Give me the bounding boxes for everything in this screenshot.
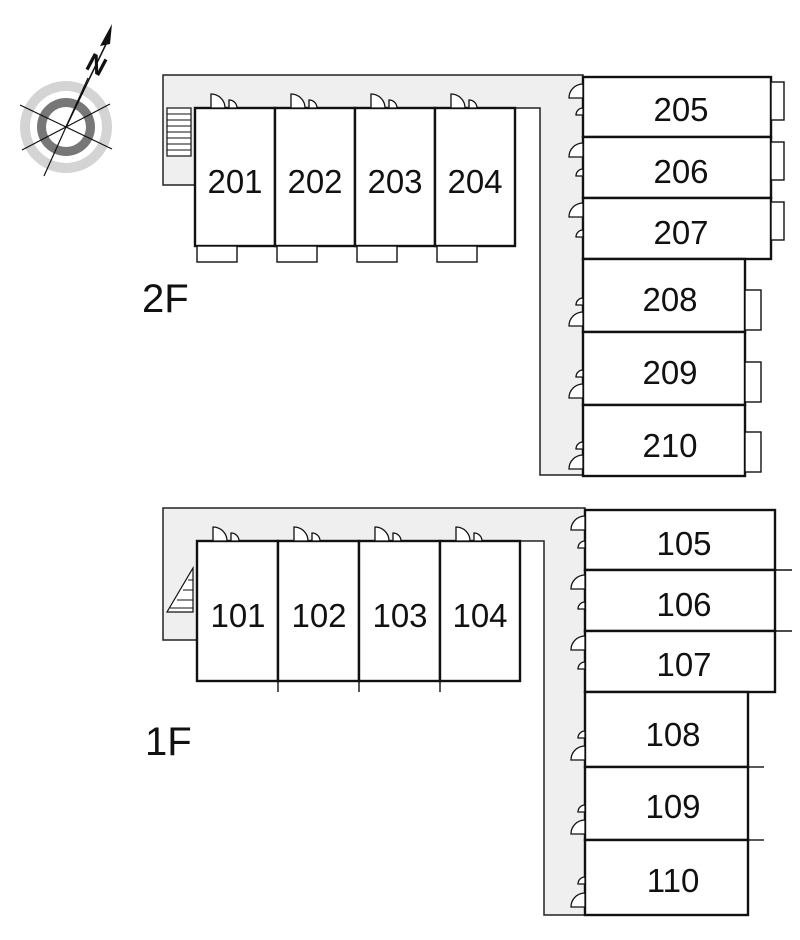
- room-label-205: 205: [653, 91, 708, 128]
- room-210: [581, 403, 747, 478]
- room-label-101: 101: [210, 597, 265, 634]
- balcony-209: [744, 361, 762, 403]
- room-label-207: 207: [653, 214, 708, 251]
- room-label-107: 107: [656, 646, 711, 683]
- compass-north-label: N: [81, 47, 112, 82]
- balcony-201: [196, 245, 238, 263]
- balcony-208: [744, 289, 762, 331]
- room-label-109: 109: [645, 788, 700, 825]
- room-label-106: 106: [656, 586, 711, 623]
- door-icon: [570, 515, 586, 908]
- room-label-208: 208: [642, 281, 697, 318]
- room-label-206: 206: [653, 153, 708, 190]
- balcony-204: [436, 245, 478, 263]
- door-icon: [568, 83, 584, 470]
- room-104: [438, 539, 522, 683]
- floor-label-2f: 2F: [142, 277, 189, 321]
- room-label-202: 202: [287, 163, 342, 200]
- door-icon: [212, 526, 483, 542]
- room-108: [583, 690, 750, 769]
- stairs-1f: [165, 565, 194, 613]
- room-label-110: 110: [647, 862, 700, 899]
- room-label-104: 104: [452, 597, 507, 634]
- room-102: [276, 539, 361, 683]
- room-label-210: 210: [642, 427, 697, 464]
- room-205: [581, 75, 773, 139]
- room-label-201: 201: [207, 163, 262, 200]
- floor-label-1f: 1F: [145, 720, 192, 764]
- floor-2f: 201 202 203 204 205 206 207 208 209 210 …: [142, 74, 785, 478]
- door-icon: [210, 93, 478, 109]
- balcony-203: [356, 245, 398, 263]
- room-label-103: 103: [372, 597, 427, 634]
- room-209: [581, 330, 747, 407]
- room-109: [583, 765, 750, 842]
- balcony-205: [770, 81, 785, 121]
- room-label-203: 203: [367, 163, 422, 200]
- room-110: [583, 838, 750, 917]
- room-206: [581, 135, 773, 200]
- room-label-105: 105: [656, 525, 711, 562]
- balcony-202: [276, 245, 318, 263]
- room-label-102: 102: [291, 597, 346, 634]
- room-label-209: 209: [642, 354, 697, 391]
- stairs-2f: [166, 107, 192, 157]
- room-label-204: 204: [447, 163, 502, 200]
- room-105: [583, 508, 777, 572]
- compass-rose-icon: N: [19, 24, 113, 177]
- balcony-210: [744, 431, 762, 473]
- floor-1f: 101 102 103 104 105 106 107 108 109 110 …: [145, 507, 792, 917]
- room-label-108: 108: [645, 716, 700, 753]
- balcony-207: [770, 201, 785, 241]
- room-divider-ticks: [277, 569, 792, 841]
- balcony-206: [770, 141, 785, 181]
